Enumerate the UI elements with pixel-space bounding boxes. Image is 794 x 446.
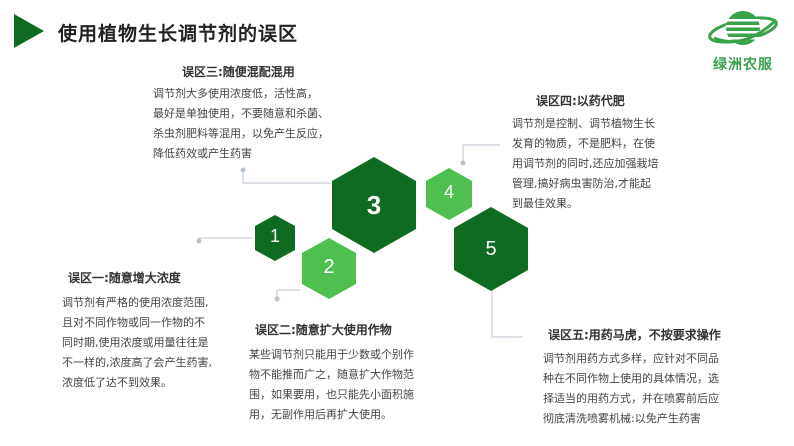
connector-dot-2 xyxy=(274,296,280,302)
connector-line-2 xyxy=(276,289,300,299)
hexagon-label-1: 1 xyxy=(269,226,280,246)
mistake-5-line: 择适当的用药方式，并在喷雾前后应 xyxy=(543,392,719,405)
logo: 绿洲农服 xyxy=(700,4,786,76)
globe-logo-icon xyxy=(708,11,778,45)
hexagon-2 xyxy=(302,238,356,299)
mistake-2-line: 用，无副作用后再扩大使用。 xyxy=(249,408,392,421)
connector-line-1 xyxy=(198,237,252,241)
mistake-2-line: 物不能推而广之，随意扩大作物范 xyxy=(249,368,414,381)
mistake-4-line: 用调节剂的同时,还应加强栽培 xyxy=(512,157,659,170)
mistake-5-line: 彻底清洗喷雾机械:以免产生药害 xyxy=(543,412,701,425)
mistake-5-title: 误区五:用药马虎，不按要求操作 xyxy=(548,328,721,342)
hexagon-label-5: 5 xyxy=(485,238,497,260)
mistake-3-line: 杀虫剂肥料等混用，以免产生反应， xyxy=(153,127,329,140)
mistake-2-line: 围，如果要用，也只能先小面积施 xyxy=(249,388,414,401)
mistake-2-line: 某些调节剂只能用于少数或个别作 xyxy=(249,348,414,361)
hexagon-4 xyxy=(426,168,472,220)
mistake-1-line: 浓度低了达不到效果。 xyxy=(62,376,172,389)
connector-dot-3 xyxy=(240,167,246,173)
logo-text: 绿洲农服 xyxy=(713,57,773,73)
connector-dot-4 xyxy=(460,160,466,166)
mistake-1-title: 误区一:随意增大浓度 xyxy=(68,271,181,285)
hexagon-label-2: 2 xyxy=(323,256,335,278)
mistake-4-line: 到最佳效果。 xyxy=(512,197,578,210)
mistake-1-line: 不一样的,浓度高了会产生药害, xyxy=(62,356,212,369)
page-title: 使用植物生长调节剂的误区 xyxy=(58,23,299,45)
mistake-5-line: 调节剂用药方式多样，应针对不同品 xyxy=(543,352,719,365)
mistake-3-line: 降低药效或产生药害 xyxy=(153,147,252,160)
hexagon-5 xyxy=(454,207,528,291)
mistake-3-text: 调节剂大多使用浓度低，活性高， 最好是单独使用，不要随意和杀菌、 杀虫剂肥料等混… xyxy=(153,84,329,164)
mistake-3-title: 误区三:随便混配混用 xyxy=(182,65,295,79)
mistake-4-line: 发育的物质，不是肥料，在使 xyxy=(512,137,655,150)
connector-dot-1 xyxy=(196,238,202,244)
hexagon-1 xyxy=(255,215,295,261)
mistake-4-line: 管理,搞好病虫害防治,才能起 xyxy=(512,177,651,190)
hexagon-label-3: 3 xyxy=(366,190,382,220)
mistake-2-text: 某些调节剂只能用于少数或个别作 物不能推而广之，随意扩大作物范 围，如果要用，也… xyxy=(249,345,414,425)
connector-line-3 xyxy=(242,170,330,184)
mistake-4-line: 调节剂是控制、调节植物生长 xyxy=(512,117,655,130)
mistake-1-line: 且对不同作物或同一作物的不 xyxy=(62,316,205,329)
mistake-1-line: 同时期,使用浓度或用量往往是 xyxy=(62,336,209,349)
hexagon-3 xyxy=(332,157,416,253)
connector-line-4 xyxy=(462,144,500,163)
connector-line-5 xyxy=(491,286,523,338)
mistake-4-title: 误区四:以药代肥 xyxy=(536,94,625,108)
mistake-5-line: 种在不同作物上使用的具体情况，选 xyxy=(543,372,719,385)
mistake-1-line: 调节剂有严格的使用浓度范围, xyxy=(62,296,209,309)
mistake-2-title: 误区二:随意扩大使用作物 xyxy=(255,323,392,337)
hexagon-label-4: 4 xyxy=(443,182,454,202)
mistake-3-line: 最好是单独使用，不要随意和杀菌、 xyxy=(153,107,329,120)
mistake-3-line: 调节剂大多使用浓度低，活性高， xyxy=(153,87,318,100)
mistake-5-text: 调节剂用药方式多样，应针对不同品 种在不同作物上使用的具体情况，选 择适当的用药… xyxy=(543,349,719,429)
title-arrow-icon xyxy=(14,14,44,48)
mistake-4-text: 调节剂是控制、调节植物生长 发育的物质，不是肥料，在使 用调节剂的同时,还应加强… xyxy=(512,114,659,214)
mistake-1-text: 调节剂有严格的使用浓度范围, 且对不同作物或同一作物的不 同时期,使用浓度或用量… xyxy=(62,293,212,393)
